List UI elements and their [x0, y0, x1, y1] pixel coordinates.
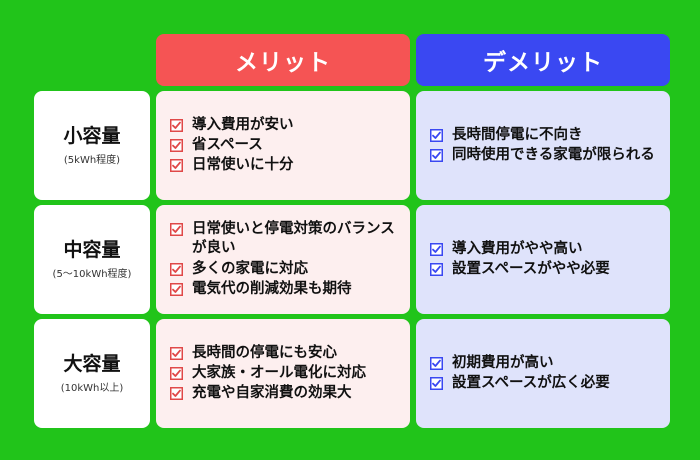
- list-item: 日常使いと停電対策のバランスが良い: [170, 220, 400, 259]
- checkbox-icon: [170, 222, 183, 236]
- checkbox-icon: [430, 128, 443, 142]
- list-item: 大家族・オール電化に対応: [170, 364, 400, 383]
- corner-empty: [34, 34, 150, 86]
- demerit-cell-medium: 導入費用がやや高い 設置スペースがやや必要: [416, 205, 670, 314]
- checkbox-icon: [430, 377, 443, 390]
- list-item: 多くの家電に対応: [170, 260, 400, 279]
- list-item: 導入費用がやや高い: [430, 240, 660, 259]
- list-item: 長時間停電に不向き: [430, 126, 660, 145]
- merit-cell-large: 長時間の停電にも安心 大家族・オール電化に対応 充電や自家消費の効果大: [156, 319, 410, 428]
- checkbox-icon: [430, 149, 443, 162]
- checkbox-icon: [430, 356, 443, 370]
- demerit-cell-large: 初期費用が高い 設置スペースが広く必要: [416, 319, 670, 428]
- merit-header: メリット: [156, 34, 410, 86]
- merit-cell-small: 導入費用が安い 省スペース 日常使いに十分: [156, 91, 410, 200]
- checkbox-icon: [430, 242, 443, 256]
- checkbox-icon: [170, 138, 183, 152]
- checkbox-icon: [170, 159, 183, 173]
- row-subtitle: (5〜10kWh程度): [52, 269, 132, 281]
- list-item: 設置スペースが広く必要: [430, 374, 660, 393]
- demerit-header: デメリット: [416, 34, 670, 86]
- list-item: 設置スペースがやや必要: [430, 260, 660, 279]
- list-item: 省スペース: [170, 136, 400, 155]
- row-label-large: 大容量 (10kWh以上): [34, 319, 150, 428]
- list-item: 導入費用が安い: [170, 116, 400, 135]
- row-label-medium: 中容量 (5〜10kWh程度): [34, 205, 150, 314]
- checkbox-icon: [170, 262, 183, 276]
- row-label-small: 小容量 (5kWh程度): [34, 91, 150, 200]
- row-subtitle: (10kWh以上): [60, 383, 124, 395]
- merit-cell-medium: 日常使いと停電対策のバランスが良い 多くの家電に対応 電気代の削減効果も期待: [156, 205, 410, 314]
- list-item: 日常使いに十分: [170, 156, 400, 175]
- row-title: 小容量: [63, 124, 121, 147]
- checkbox-icon: [170, 366, 183, 380]
- checkbox-icon: [170, 346, 183, 360]
- list-item: 初期費用が高い: [430, 354, 660, 373]
- row-title: 大容量: [63, 352, 121, 375]
- checkbox-icon: [430, 263, 443, 276]
- checkbox-icon: [170, 118, 183, 132]
- row-subtitle: (5kWh程度): [63, 155, 121, 167]
- list-item: 長時間の停電にも安心: [170, 344, 400, 363]
- list-item: 充電や自家消費の効果大: [170, 384, 400, 403]
- checkbox-icon: [170, 282, 183, 296]
- row-title: 中容量: [63, 238, 121, 261]
- capacity-comparison-table: メリット デメリット 小容量 (5kWh程度) 導入費用が安い 省スペース 日常…: [34, 34, 670, 428]
- list-item: 電気代の削減効果も期待: [170, 280, 400, 299]
- checkbox-icon: [170, 387, 183, 401]
- demerit-cell-small: 長時間停電に不向き 同時使用できる家電が限られる: [416, 91, 670, 200]
- list-item: 同時使用できる家電が限られる: [430, 146, 660, 165]
